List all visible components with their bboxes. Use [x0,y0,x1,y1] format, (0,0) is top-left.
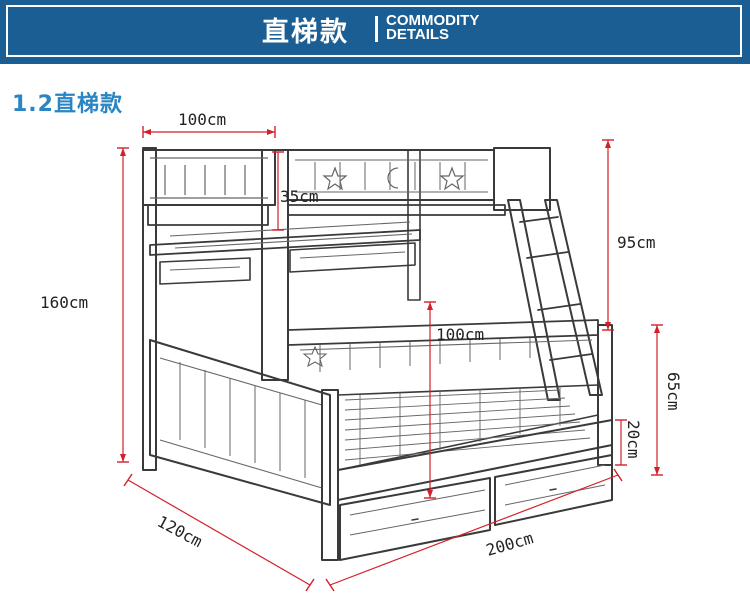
label-top-width: 100cm [178,110,226,129]
banner-subtitle: COMMODITY DETAILS [386,12,480,43]
label-drawer-height: 20cm [624,420,643,459]
label-length: 200cm [484,528,536,560]
banner-title: 直梯款 [262,17,349,48]
banner-subtitle-line1: COMMODITY [386,12,480,29]
label-rail-height: 35cm [280,187,319,206]
section-title: 1.2直梯款 [12,92,123,117]
label-depth: 120cm [154,512,205,551]
header-banner: 直梯款 COMMODITY DETAILS [0,0,750,64]
label-ladder-height: 95cm [617,233,656,252]
label-lower-rail-height: 65cm [664,372,683,411]
dimension-lines [117,126,663,592]
banner-frame [6,5,742,57]
label-lower-clearance: 100cm [436,325,484,344]
dim-line-length [329,474,619,586]
bunk-bed-sketch [142,147,613,561]
banner-subtitle-line2: DETAILS [386,26,450,43]
label-total-height: 160cm [40,293,88,312]
banner-divider [375,16,378,42]
dim-line-depth [127,479,311,586]
